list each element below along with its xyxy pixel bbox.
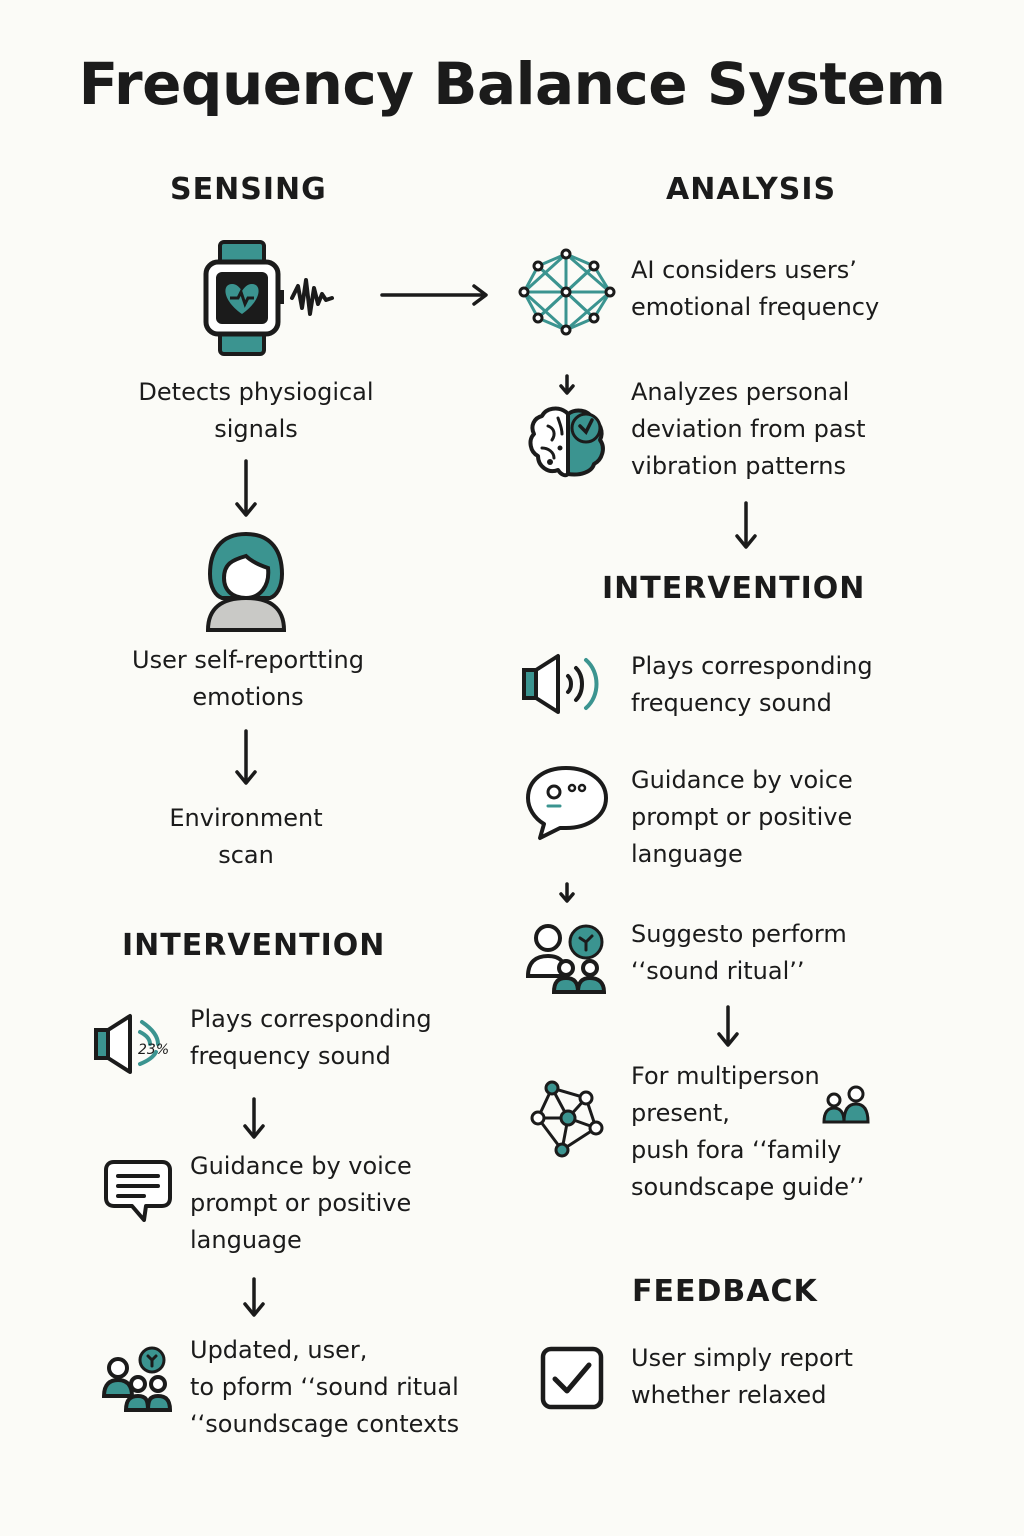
- intervention-heading-left: INTERVENTION: [122, 928, 386, 963]
- guidance-text-left: Guidance by voice prompt or positive lan…: [190, 1152, 412, 1254]
- page-title: Frequency Balance System: [78, 50, 946, 118]
- family-icon: [822, 1085, 870, 1124]
- sensing-heading: SENSING: [170, 172, 327, 207]
- group-ritual-icon: [525, 924, 607, 994]
- network-nodes-icon: [530, 1080, 604, 1158]
- multiperson-text: For multiperson present, push fora ‘‘fam…: [631, 1062, 865, 1201]
- suggest-ritual-text: Suggesto perform ‘‘sound ritual’’: [631, 920, 847, 985]
- analyzes-deviation-text: Analyzes personal deviation from past vi…: [631, 378, 866, 480]
- intervention-heading-right: INTERVENTION: [602, 571, 866, 606]
- feedback-text: User simply report whether relaxed: [631, 1344, 853, 1409]
- arrow-down: [235, 729, 257, 785]
- ai-network-icon: [518, 248, 616, 336]
- user-avatar-icon: [205, 531, 287, 632]
- arrow-down: [235, 459, 257, 517]
- group-clock-icon: [101, 1346, 173, 1412]
- analysis-heading: ANALYSIS: [666, 172, 837, 207]
- arrow-down: [559, 882, 575, 903]
- environment-scan-text: Environment scan: [169, 804, 323, 869]
- speech-bubble-icon: [526, 766, 608, 840]
- feedback-heading: FEEDBACK: [632, 1274, 818, 1309]
- arrow-down: [717, 1005, 739, 1047]
- arrow-down: [243, 1097, 265, 1139]
- speaker-icon: [94, 1014, 160, 1074]
- arrow-right: [380, 284, 488, 306]
- plays-sound-text-right: Plays corresponding frequency sound: [631, 652, 873, 717]
- arrow-down: [735, 501, 757, 549]
- message-icon: [104, 1160, 172, 1222]
- self-report-text: User self-reportting emotions: [132, 646, 364, 711]
- detect-signals-text: Detects physiogical signals: [138, 378, 374, 443]
- speaker-waves-icon: [522, 654, 599, 714]
- updated-user-text: Updated, user, to pform ‘‘sound ritual ‘…: [190, 1336, 460, 1438]
- smartwatch-icon: [203, 240, 334, 356]
- brain-clock-icon: [528, 406, 605, 478]
- arrow-down: [243, 1277, 265, 1317]
- plays-sound-text-left: Plays corresponding frequency sound: [190, 1005, 432, 1070]
- speaker-badge: 23%: [138, 1042, 170, 1058]
- arrow-down: [559, 374, 575, 395]
- guidance-text-right: Guidance by voice prompt or positive lan…: [631, 766, 853, 868]
- ai-considers-text: AI considers users’ emotional frequency: [631, 256, 880, 321]
- checkbox-icon: [540, 1346, 604, 1410]
